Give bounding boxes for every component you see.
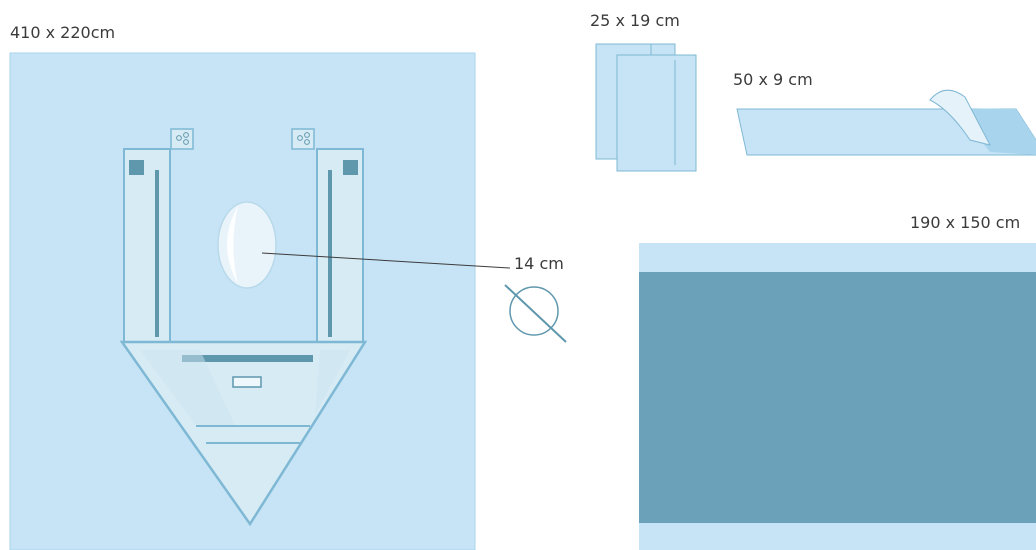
hand-towels [595,43,697,172]
cutting-circle-icon [504,284,567,343]
adhesive-tape [736,89,1036,156]
fluid-pouch [119,340,368,527]
table-cover-reinforcement [639,272,1036,523]
fenestration-leader-line [261,252,511,269]
fenestration-icon [217,201,277,289]
table-cover [639,243,1036,550]
hand-towel-size-label: 25 x 19 cm [590,11,680,30]
table-cover-size-label: 190 x 150 cm [910,213,1021,232]
adhesive-tape-size-label: 50 x 9 cm [733,70,813,89]
hand-towel-front [616,54,697,172]
fenestration-size-label: 14 cm [514,254,564,273]
strap-clip-icon [291,128,315,150]
left-strap-panel [123,148,171,343]
main-drape-size-label: 410 x 220cm [10,23,116,42]
right-strap-panel [316,148,364,343]
main-drape [9,52,476,550]
strap-clip-icon [170,128,194,150]
